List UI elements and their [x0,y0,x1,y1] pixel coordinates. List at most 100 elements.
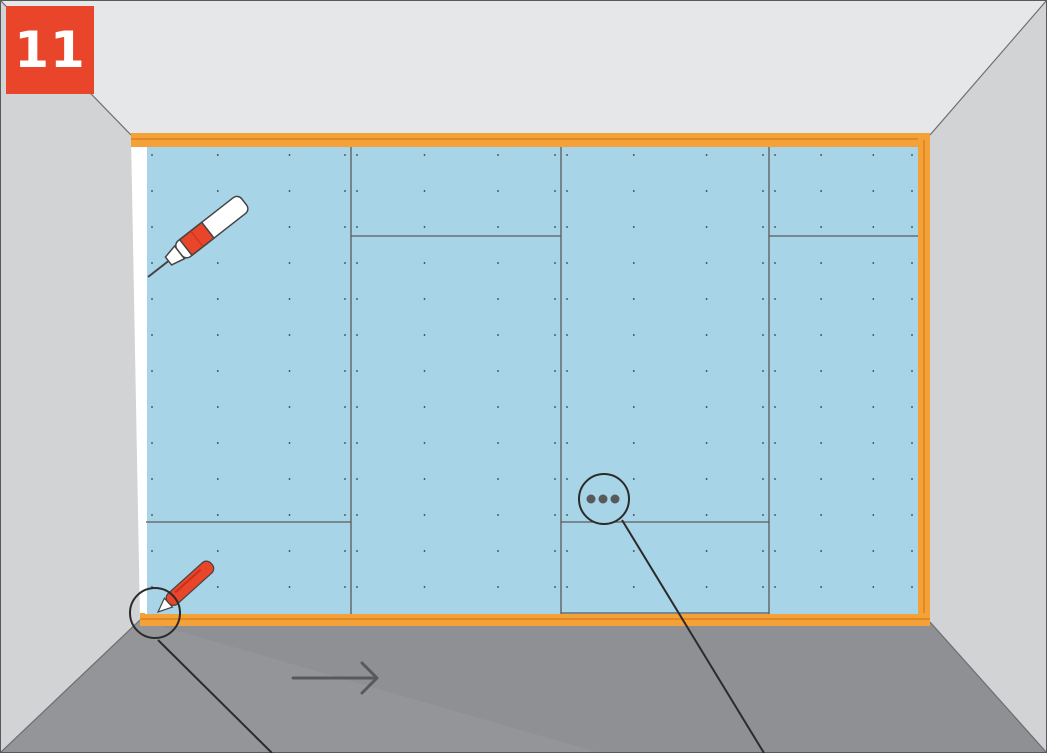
screw-dot [554,370,556,372]
screw-dot [344,514,346,516]
screw-dot [566,334,568,336]
screw-dot [820,190,822,192]
screw-dot [911,334,913,336]
screw-dot [762,262,764,264]
screw-dot [762,226,764,228]
screw-dot [705,586,708,588]
screw-dot [423,334,426,336]
screw-dot [632,514,635,516]
screw-dot [497,298,499,300]
screw-dot [554,190,556,192]
screw-dot [356,442,358,444]
screw-dot [423,262,426,264]
screw-dot [554,514,556,516]
screw-dot [423,226,426,228]
screw-dot [151,190,153,192]
screw-dot [554,586,556,588]
screw-dot [288,586,291,588]
screw-dot [288,298,291,300]
screw-dot [151,478,153,480]
screw-dot [820,550,822,552]
screw-dot [911,586,913,588]
screw-dot [762,154,764,156]
screw-dot [820,514,822,516]
screw-dot [344,442,346,444]
detail-callout-lines [157,519,765,753]
screw-dot [872,226,875,228]
caulk-gun-tube-icon [147,195,249,278]
screw-dot [632,298,635,300]
screw-dot [566,550,568,552]
screw-dot [762,586,764,588]
screw-dot [344,586,346,588]
screw-dot [705,262,708,264]
right-arrow-icon [291,661,379,695]
screw-dot [774,154,776,156]
floor-shade [140,620,1047,753]
screw-dot [151,154,153,156]
screw-dot [151,370,153,372]
screw-dot [344,406,346,408]
screw-dot [774,334,776,336]
screw-dot [820,442,822,444]
screw-dot [356,478,358,480]
screw-dot [344,154,346,156]
screw-dot [356,550,358,552]
screw-dot [911,442,913,444]
screw-dot [216,478,219,480]
step-number-badge: 11 [6,6,94,94]
screw-dot [774,406,776,408]
screw-dot [774,226,776,228]
screw-dot [423,406,426,408]
screw-dot [423,298,426,300]
corner-detail-circle [129,587,181,639]
screw-dot [820,478,822,480]
screw-dot [632,334,635,336]
screw-dot [216,262,219,264]
screw-dot [872,442,875,444]
screw-dot [356,226,358,228]
screw-dot [762,514,764,516]
screw-dot [423,370,426,372]
screw-detail-callout-icon [578,473,630,525]
screw-dot [554,442,556,444]
screw-dot [705,190,708,192]
screw-dot [566,406,568,408]
screw-dot [632,442,635,444]
screw-dot [288,334,291,336]
screw-dot [632,262,635,264]
screw-dot [705,154,708,156]
screw-dot [288,370,291,372]
screw-dot [774,298,776,300]
screw-dot [762,298,764,300]
screw-dot [344,550,346,552]
screw-dot [288,478,291,480]
screw-dot [911,226,913,228]
screw-dot [554,478,556,480]
screw-dot [151,406,153,408]
screw-dot [705,550,708,552]
screw-dot [288,226,291,228]
screw-dot [820,406,822,408]
screw-dot [911,514,913,516]
screw-dot [774,442,776,444]
screw-dot [497,406,499,408]
screw-dot [151,262,153,264]
screw-dot [554,262,556,264]
screw-dot [288,262,291,264]
screw-dot [632,370,635,372]
screw-dot [872,478,875,480]
screw-dot [566,370,568,372]
screw-dot [632,478,635,480]
screw-dot [774,190,776,192]
screw-dot [216,514,219,516]
screw-dot [566,190,568,192]
screw-dot [423,550,426,552]
screw-dot [566,226,568,228]
screw-dot [762,334,764,336]
screw-dot [820,262,822,264]
screw-dot [216,190,219,192]
screw-dot [288,406,291,408]
screw-dot [566,586,568,588]
